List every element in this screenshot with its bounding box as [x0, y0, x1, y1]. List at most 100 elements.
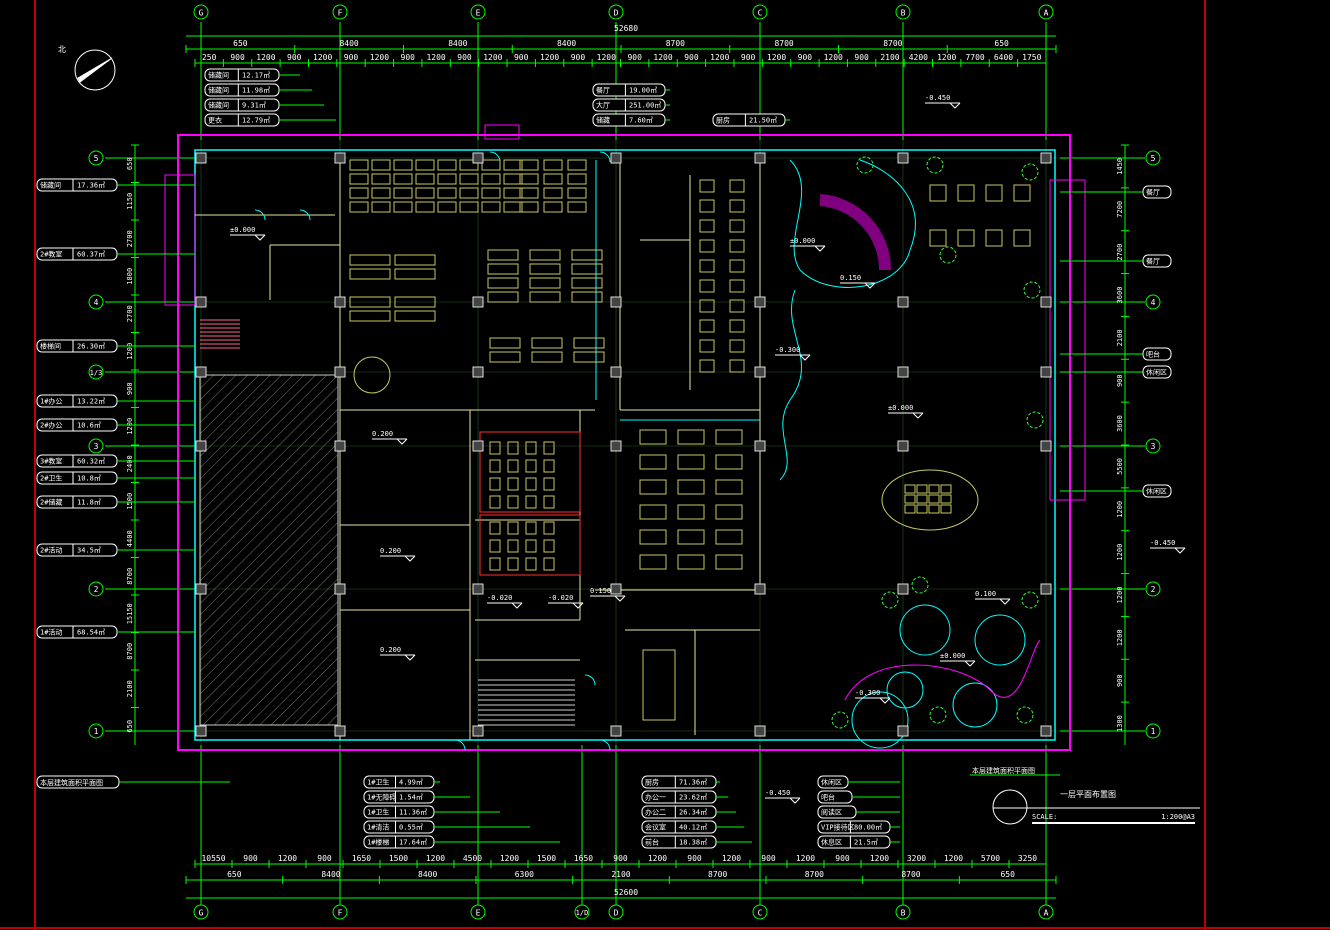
level-mark-text: 0.200 — [380, 547, 401, 555]
seat — [916, 504, 928, 514]
dimension-text: 1500 — [389, 854, 408, 863]
toilet-stall — [543, 495, 555, 509]
grid-bubble-G — [193, 4, 209, 20]
dimension-text: 1650 — [574, 854, 593, 863]
structural-column — [754, 725, 766, 737]
door-swing-icon — [254, 209, 266, 221]
structural-column — [610, 366, 622, 378]
dimension-text: 1150 — [126, 193, 134, 210]
grid-bubble-label: 1/D — [576, 909, 589, 917]
kitchen-unit — [729, 339, 745, 353]
area-tag-label: 储藏间 — [208, 71, 229, 80]
area-tag-value: 10.8㎡ — [77, 475, 101, 483]
dimension-text: 8700 — [883, 39, 902, 48]
desk — [415, 187, 435, 199]
desk — [349, 201, 369, 213]
toilet-stall — [507, 495, 519, 509]
dimension-total: 52680 — [614, 24, 638, 33]
desk — [349, 173, 369, 185]
dimension-text: 900 — [344, 53, 359, 62]
cafe-table — [487, 249, 519, 261]
dimension-text: 8700 — [666, 39, 685, 48]
area-tag-label: 1#卫生 — [367, 808, 389, 817]
dimension-text: 1200 — [540, 53, 559, 62]
classroom-table — [349, 254, 391, 266]
dimension-text: 900 — [457, 53, 472, 62]
dimension-text: 2400 — [126, 455, 134, 472]
level-mark-triangle — [404, 654, 416, 661]
door-swing-icon — [454, 739, 466, 751]
area-tag-label: 楼梯间 — [40, 342, 61, 351]
dimension-text: 650 — [233, 39, 248, 48]
desk — [393, 187, 413, 199]
plant-icon — [926, 156, 944, 174]
spiral-stair — [819, 194, 892, 271]
office-desk — [715, 529, 743, 545]
area-tag-value: 21.50㎡ — [749, 117, 777, 125]
dimension-text: 1200 — [126, 343, 134, 360]
dimension-text: 6300 — [515, 870, 534, 879]
seat — [940, 494, 952, 504]
toilet-stall — [489, 477, 501, 491]
restroom-block — [479, 431, 581, 513]
grid-bubble-1 — [1145, 723, 1161, 739]
level-mark-text: 0.200 — [380, 646, 401, 654]
desk — [393, 159, 413, 171]
dimension-text: 1200 — [722, 854, 741, 863]
dimension-text: 1200 — [710, 53, 729, 62]
grid-bubble-4 — [1145, 294, 1161, 310]
toilet-stall — [543, 557, 555, 571]
circular-seating — [886, 671, 924, 709]
toilet-stall — [543, 539, 555, 553]
dimension-text: 1200 — [597, 53, 616, 62]
dimension-text: 900 — [854, 53, 869, 62]
desk — [371, 159, 391, 171]
dimension-text: 1450 — [1116, 158, 1124, 175]
dimension-text: 6400 — [994, 53, 1013, 62]
area-tag-label: 2#卫生 — [40, 474, 62, 483]
structural-column — [1040, 440, 1052, 452]
area-tag-label: 1#办公 — [40, 397, 62, 406]
area-tag-value: 80.00㎡ — [854, 824, 882, 832]
desk — [349, 159, 369, 171]
grid-bubble-label: 1 — [1151, 727, 1156, 736]
dimension-text: 10550 — [201, 854, 225, 863]
toilet-stall — [525, 459, 537, 473]
office-desk — [677, 529, 705, 545]
area-tag-value: 23.62㎡ — [679, 794, 707, 802]
level-mark-triangle — [396, 438, 408, 445]
desk — [543, 187, 563, 199]
dimension-text: 4400 — [126, 530, 134, 547]
area-tag-label: 1#活动 — [40, 628, 62, 637]
desk — [393, 201, 413, 213]
area-tag-value: 21.5㎡ — [854, 839, 878, 847]
dimension-text: 1200 — [126, 418, 134, 435]
dimension-text: 900 — [287, 53, 302, 62]
cafe-table — [531, 351, 563, 363]
door-swing-icon — [299, 209, 311, 221]
grid-bubble-C — [752, 4, 768, 20]
seat — [928, 504, 940, 514]
area-tag-value: 11.8㎡ — [77, 499, 101, 507]
grid-bubble-3 — [88, 438, 104, 454]
dimension-text: 8700 — [126, 643, 134, 660]
structural-column — [472, 296, 484, 308]
dimension-text: 2700 — [126, 305, 134, 322]
dimension-text: 650 — [1000, 870, 1015, 879]
structural-column — [195, 296, 207, 308]
plant-icon — [929, 706, 947, 724]
grid-bubble-label: 1/3 — [90, 369, 103, 377]
level-mark-text: -0.450 — [765, 789, 790, 797]
kitchen-unit — [699, 219, 715, 233]
grid-bubble-label: 3 — [1151, 442, 1156, 451]
north-arrow-icon — [74, 49, 116, 91]
kitchen-unit — [729, 239, 745, 253]
round-table — [353, 356, 391, 394]
office-desk — [639, 479, 667, 495]
grid-bubble-B — [895, 4, 911, 20]
curved-partition — [844, 639, 1041, 701]
